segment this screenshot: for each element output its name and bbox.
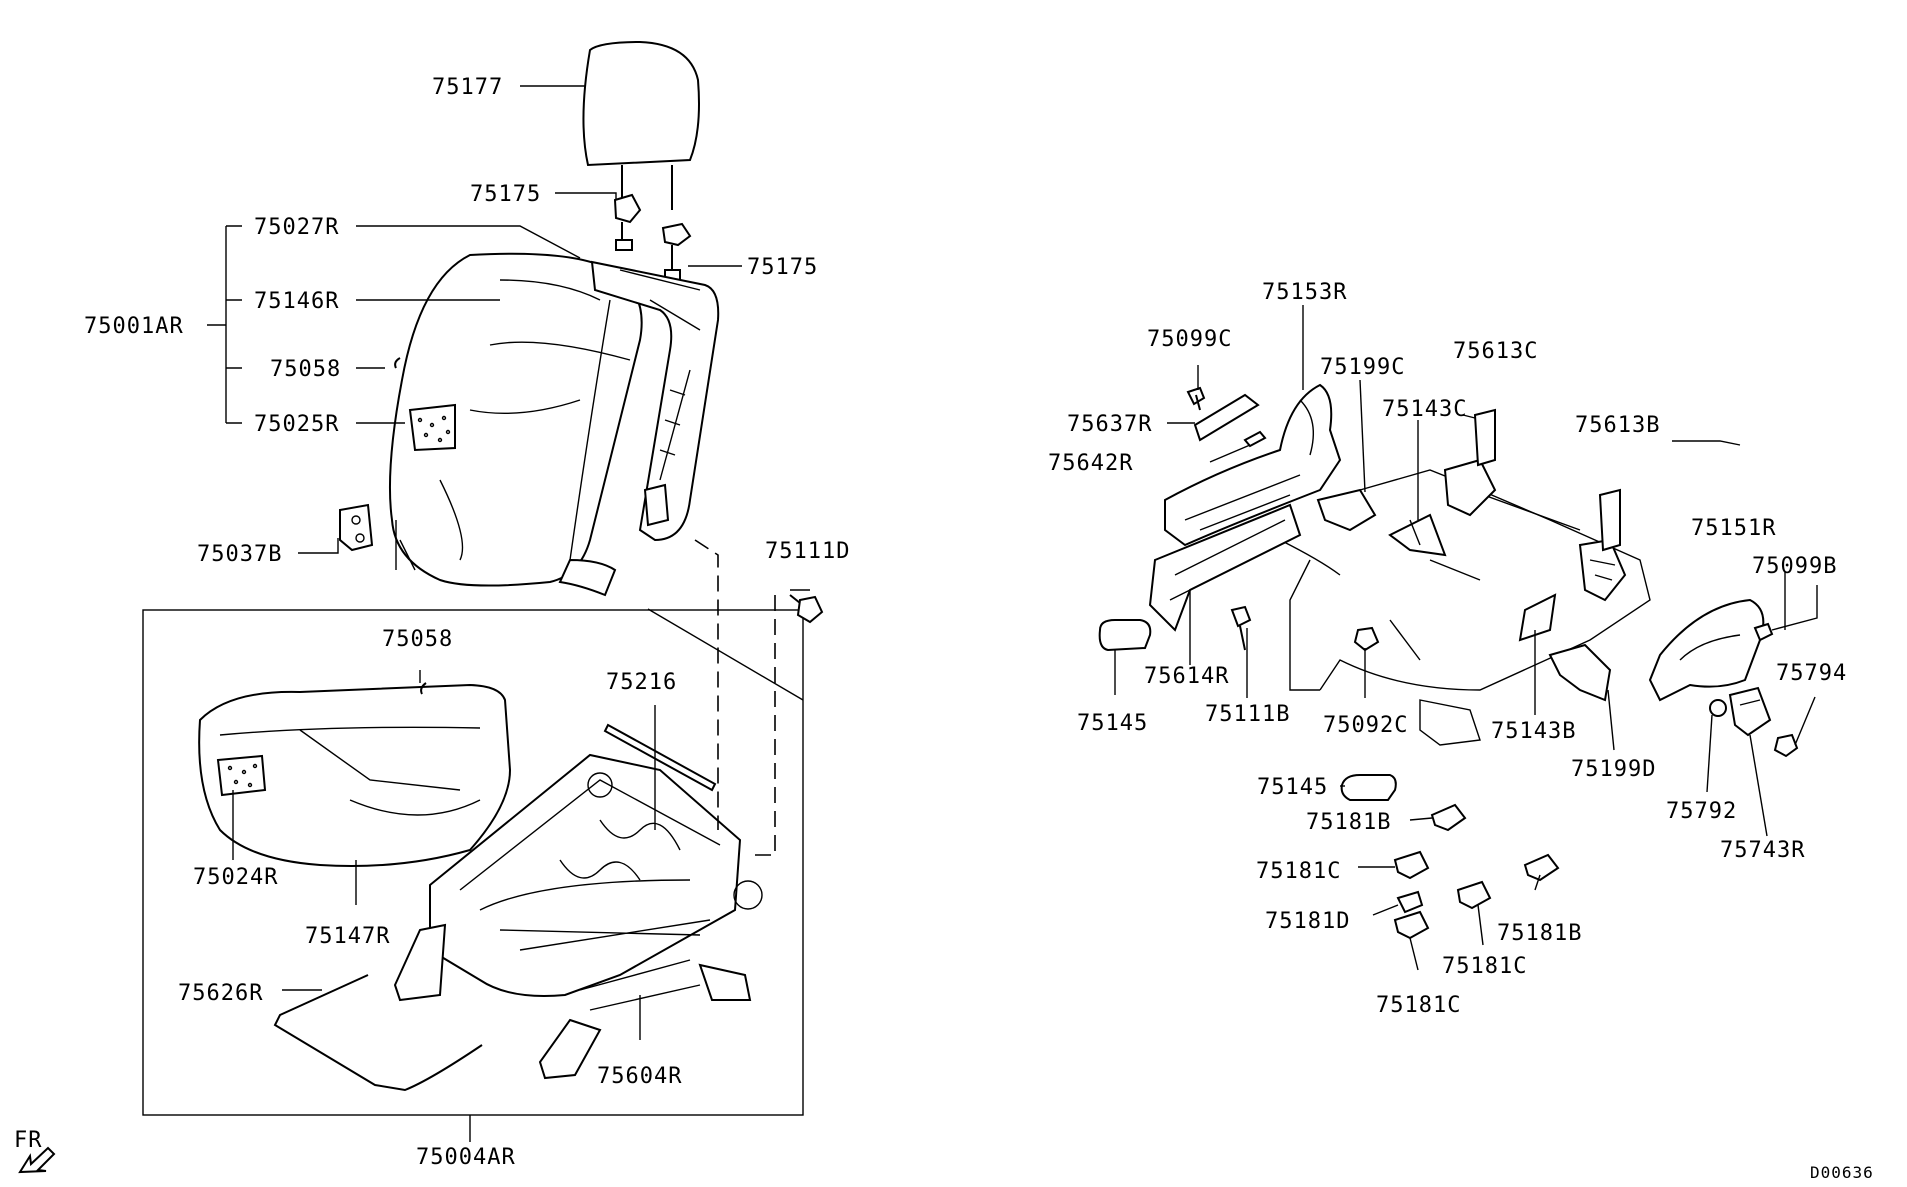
seatback-hinge-bracket-75037B[interactable]	[339, 503, 374, 552]
screw-75099C[interactable]	[1186, 386, 1206, 411]
label-75146R[interactable]: 75146R	[254, 289, 339, 314]
label-75614R[interactable]: 75614R	[1144, 664, 1229, 689]
label-75143B[interactable]: 75143B	[1491, 719, 1576, 744]
seat-base-outline	[1279, 469, 1651, 746]
clip-75181C-a[interactable]	[1393, 850, 1430, 880]
label-75794[interactable]: 75794	[1776, 661, 1847, 686]
label-75147R[interactable]: 75147R	[305, 924, 390, 949]
label-75177[interactable]: 75177	[432, 75, 503, 100]
buckle-75743R[interactable]	[1728, 686, 1772, 737]
label-75199D[interactable]: 75199D	[1571, 757, 1656, 782]
label-75024R[interactable]: 75024R	[193, 865, 278, 890]
cover-75153R[interactable]	[1164, 383, 1342, 547]
label-75181D[interactable]: 75181D	[1265, 909, 1350, 934]
headrest-guide-75175-right[interactable]	[661, 222, 692, 281]
trim-75613B[interactable]	[1578, 488, 1627, 602]
bolt-75111D[interactable]	[789, 589, 824, 624]
label-75004AR[interactable]: 75004AR	[416, 1145, 516, 1170]
drawing-code: D00636	[1810, 1163, 1874, 1182]
bracket-diagonal	[647, 608, 804, 701]
label-75099B[interactable]: 75099B	[1752, 554, 1837, 579]
label-75175-a[interactable]: 75175	[470, 182, 541, 207]
nut-75092C[interactable]	[1353, 626, 1380, 652]
trim-75613C[interactable]	[1443, 408, 1497, 517]
guide-line-2	[755, 595, 776, 856]
lever-75637R[interactable]	[1193, 393, 1260, 442]
seatback-pad-patch-75025R[interactable]	[408, 403, 456, 452]
label-75099C[interactable]: 75099C	[1147, 327, 1232, 352]
seat-cushion-assembly-box	[142, 609, 804, 1116]
label-75143C[interactable]: 75143C	[1382, 397, 1467, 422]
label-75626R[interactable]: 75626R	[178, 981, 263, 1006]
label-75145-a[interactable]: 75145	[1077, 711, 1148, 736]
clip-75181C-b[interactable]	[1393, 910, 1430, 940]
label-75181C-c[interactable]: 75181C	[1376, 993, 1461, 1018]
label-75199C[interactable]: 75199C	[1320, 355, 1405, 380]
pad-75145-a[interactable]	[1098, 619, 1152, 652]
leader-lines-right	[1114, 305, 1818, 971]
label-75001AR[interactable]: 75001AR	[84, 314, 184, 339]
label-75181B-a[interactable]: 75181B	[1306, 810, 1391, 835]
label-75613C[interactable]: 75613C	[1453, 339, 1538, 364]
clip-75181B-b[interactable]	[1523, 853, 1560, 882]
bracket-75143B[interactable]	[1518, 593, 1557, 642]
label-75642R[interactable]: 75642R	[1048, 451, 1133, 476]
headrest-guide-75175-left[interactable]	[613, 193, 642, 251]
label-75175-b[interactable]: 75175	[747, 255, 818, 280]
rod-75216[interactable]	[603, 723, 717, 792]
seat-cushion-patch-75024R[interactable]	[216, 754, 267, 797]
label-75058-a[interactable]: 75058	[270, 357, 341, 382]
cover-75199C[interactable]	[1316, 488, 1377, 532]
label-75145-b[interactable]: 75145	[1257, 775, 1328, 800]
label-75613B[interactable]: 75613B	[1575, 413, 1660, 438]
clip-75058-b[interactable]	[420, 682, 427, 695]
guide-line-1	[694, 539, 719, 830]
label-75111D[interactable]: 75111D	[765, 539, 850, 564]
label-75637R[interactable]: 75637R	[1067, 412, 1152, 437]
wire-harness-75626R[interactable]	[273, 974, 483, 1092]
headrest-75177[interactable]	[582, 40, 700, 210]
seat-cushion-pad-75147R[interactable]	[198, 683, 512, 867]
seatback-frame-75146R[interactable]	[590, 260, 720, 542]
label-75181C-b[interactable]: 75181C	[1442, 954, 1527, 979]
clip-75181C-c[interactable]	[1456, 880, 1492, 910]
clip-75058-a[interactable]	[394, 357, 401, 369]
clip-75181D[interactable]	[1396, 890, 1424, 914]
leader-lines-left	[207, 85, 742, 1142]
front-label: FR	[14, 1128, 43, 1153]
part-number-labels: 75177 75175 75175 75027R 75146R 75001AR …	[14, 75, 1874, 1182]
label-75181C-a[interactable]: 75181C	[1256, 859, 1341, 884]
nut-75794[interactable]	[1773, 733, 1799, 758]
label-75181B-b[interactable]: 75181B	[1497, 921, 1582, 946]
label-75037B[interactable]: 75037B	[197, 542, 282, 567]
label-75025R[interactable]: 75025R	[254, 412, 339, 437]
cover-75151R[interactable]	[1648, 598, 1765, 702]
label-75027R[interactable]: 75027R	[254, 215, 339, 240]
label-75092C[interactable]: 75092C	[1323, 713, 1408, 738]
label-75743R[interactable]: 75743R	[1720, 838, 1805, 863]
label-75604R[interactable]: 75604R	[597, 1064, 682, 1089]
bolt-75111B[interactable]	[1230, 605, 1252, 651]
label-75058-b[interactable]: 75058	[382, 627, 453, 652]
label-75151R[interactable]: 75151R	[1691, 516, 1776, 541]
washer-75792[interactable]	[1709, 699, 1727, 717]
label-75111B[interactable]: 75111B	[1205, 702, 1290, 727]
pad-75145-b[interactable]	[1340, 774, 1397, 801]
label-75792[interactable]: 75792	[1666, 799, 1737, 824]
seat-frame-75604R[interactable]	[393, 753, 763, 1080]
screw-75099B[interactable]	[1753, 622, 1774, 642]
clip-75181B-a[interactable]	[1430, 803, 1467, 832]
label-75153R[interactable]: 75153R	[1262, 280, 1347, 305]
cover-75199D[interactable]	[1548, 643, 1612, 702]
front-direction-arrow-icon	[18, 1146, 56, 1174]
seatback-cover-75025R[interactable]	[389, 252, 643, 597]
bracket-75143C[interactable]	[1388, 513, 1447, 557]
label-75216[interactable]: 75216	[606, 670, 677, 695]
knob-75642R[interactable]	[1243, 430, 1267, 448]
